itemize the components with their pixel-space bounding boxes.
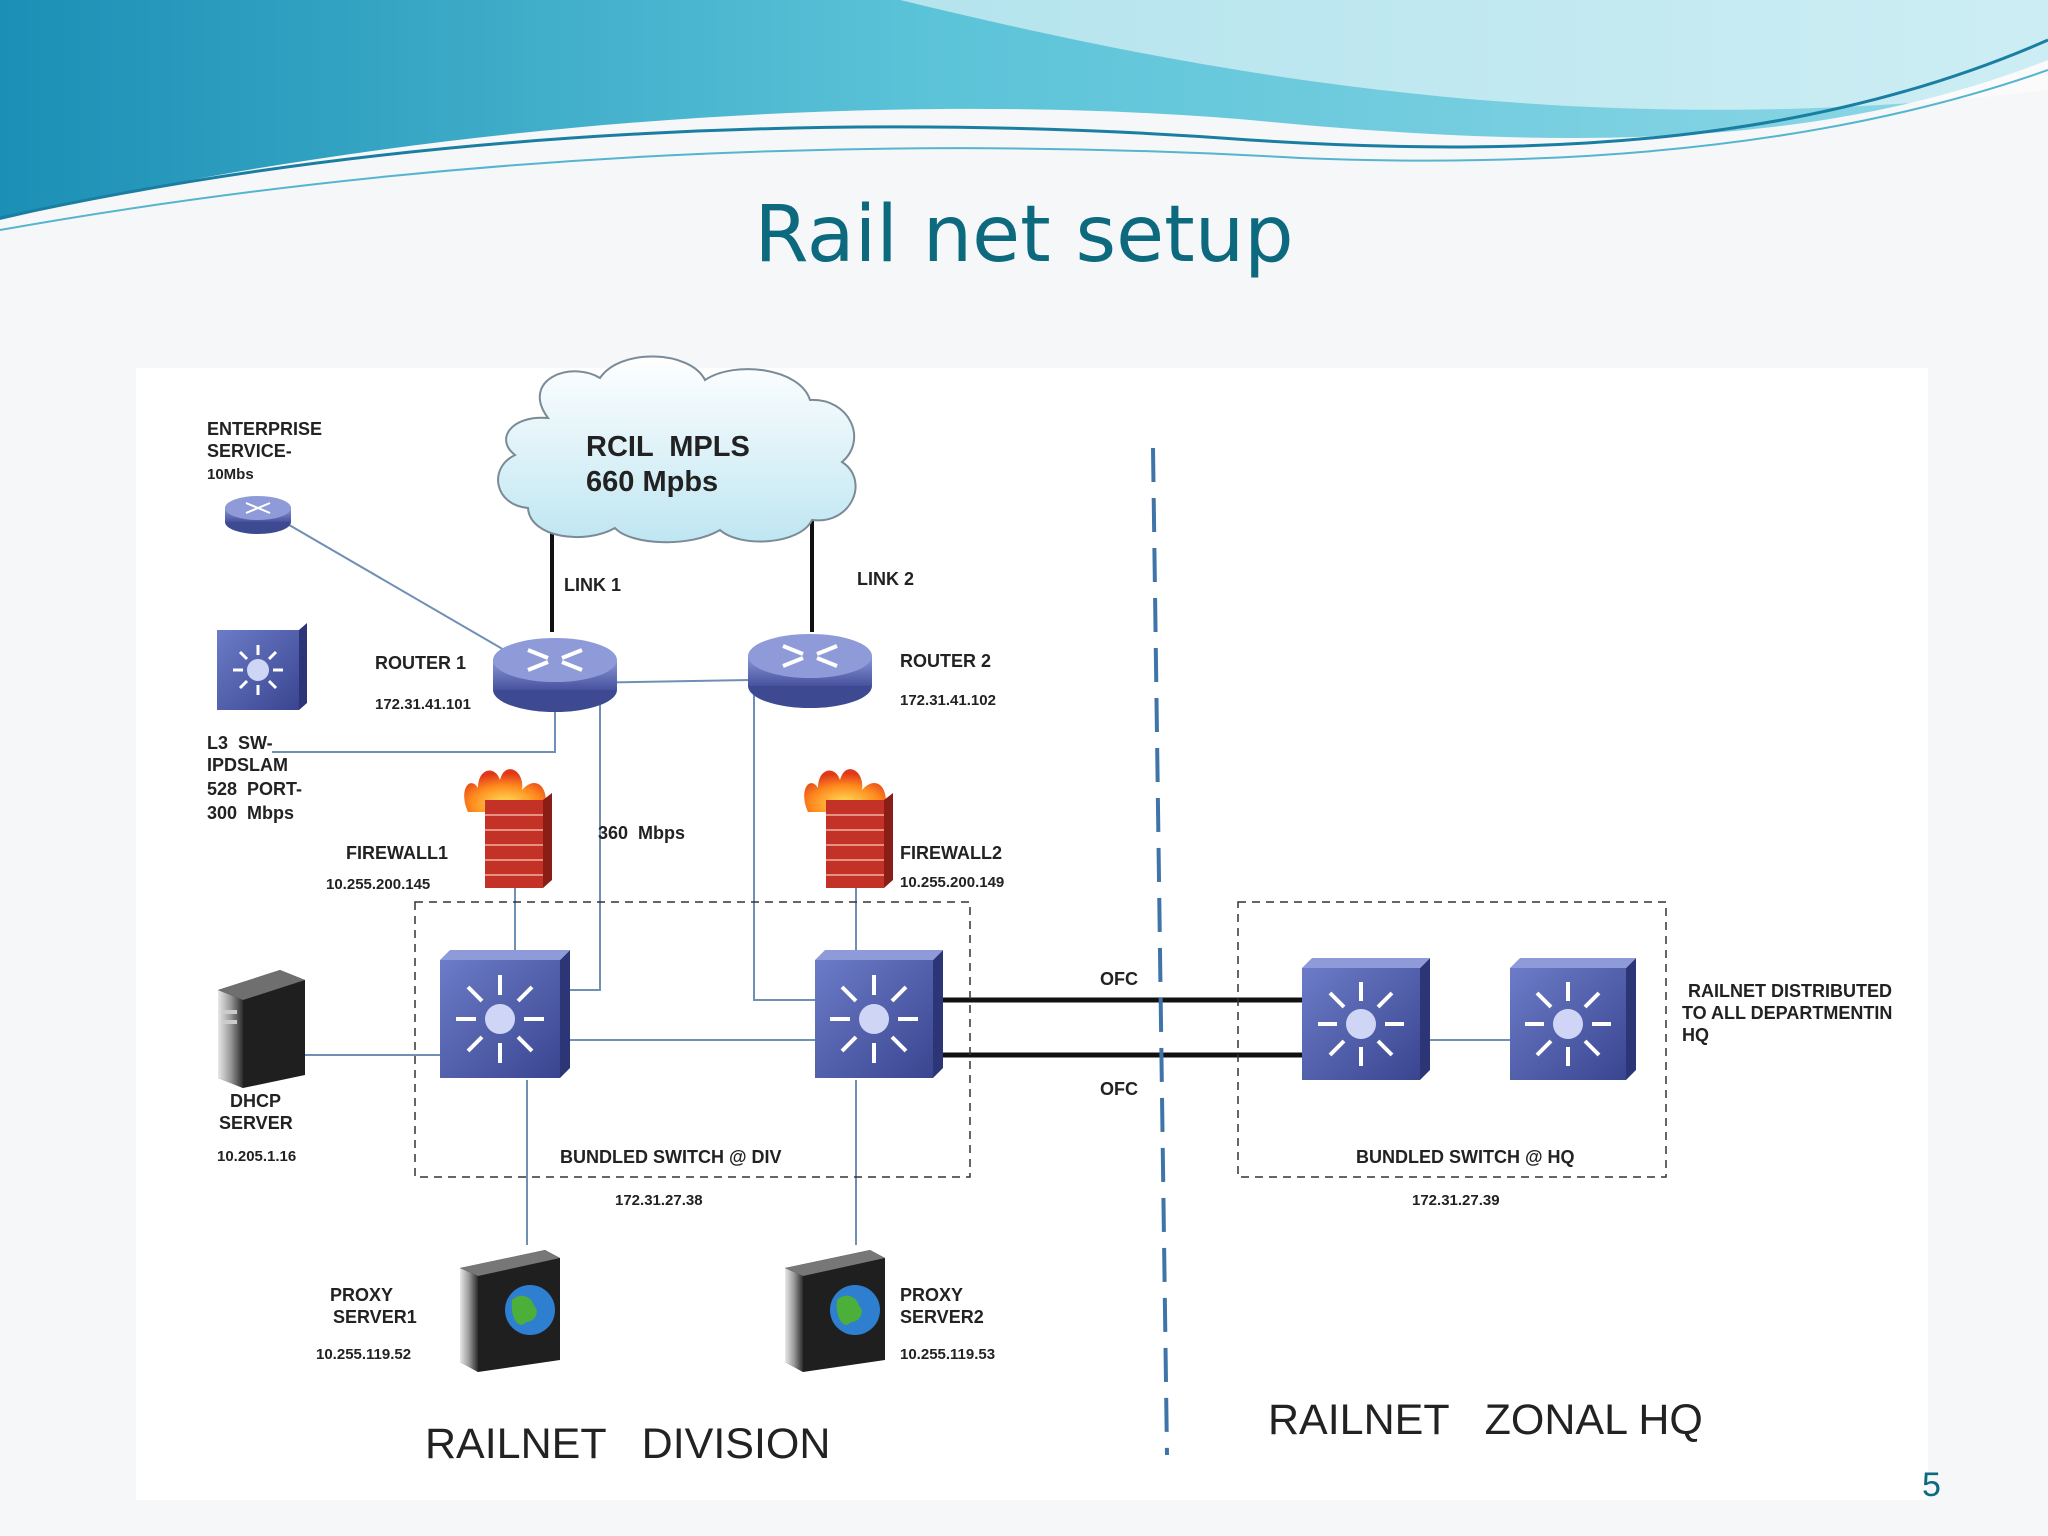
- router2-ip: 172.31.41.102: [900, 692, 996, 709]
- zone-divider: [1151, 447, 1169, 1456]
- proxy-server-2-icon: [785, 1250, 885, 1372]
- hq-note-line3: HQ: [1682, 1025, 1709, 1045]
- zone-division-label: RAILNET DIVISION: [425, 1420, 831, 1468]
- link1-label: LINK 1: [564, 575, 622, 595]
- hq-note-line2: TO ALL DEPARTMENTIN: [1682, 1003, 1893, 1023]
- router-2-icon: [748, 634, 872, 708]
- hq-switch-2-icon: [1510, 958, 1636, 1080]
- ofc-label-top: OFC: [1100, 969, 1138, 989]
- proxy2-label-1: PROXY: [900, 1285, 964, 1305]
- enterprise-label-3: 10Mbs: [207, 466, 254, 483]
- proxy1-label-2: SERVER1: [333, 1307, 417, 1327]
- l3switch-label-2: IPDSLAM: [207, 755, 288, 775]
- router1-name: ROUTER 1: [375, 653, 467, 673]
- proxy-server-1-icon: [460, 1250, 560, 1372]
- proxy2-label-2: SERVER2: [900, 1307, 984, 1327]
- link-router1-div-switch-1: [570, 695, 601, 991]
- l3switch-label-3: 528 PORT-: [207, 779, 303, 799]
- bundled-hq-name: BUNDLED SWITCH @ HQ: [1356, 1147, 1575, 1167]
- zone-zonal-label: RAILNET ZONAL HQ: [1268, 1396, 1703, 1444]
- router2-name: ROUTER 2: [900, 651, 992, 671]
- l3-switch-icon: [217, 623, 307, 710]
- proxy1-ip: 10.255.119.52: [316, 1346, 412, 1363]
- enterprise-label-2: SERVICE-: [207, 441, 292, 461]
- cloud-label-line1: RCIL MPLS: [586, 431, 750, 463]
- enterprise-label-1: ENTERPRISE: [207, 419, 323, 439]
- dhcp-ip: 10.205.1.16: [217, 1148, 297, 1165]
- proxy2-ip: 10.255.119.53: [900, 1346, 996, 1363]
- firewall2-name: FIREWALL2: [900, 843, 1002, 863]
- div-switch-1-icon: [440, 950, 570, 1078]
- mpls-cloud: [497, 355, 857, 544]
- firewall1-ip: 10.255.200.145: [326, 876, 431, 893]
- bundled-div-name: BUNDLED SWITCH @ DIV: [560, 1147, 782, 1167]
- firewall-1-icon: [464, 769, 552, 888]
- link-router2-div-switch-2: [753, 695, 815, 1001]
- ofc-label-bottom: OFC: [1100, 1079, 1138, 1099]
- page-number: 5: [1922, 1466, 1941, 1504]
- slide-title: Rail net setup: [754, 190, 1294, 280]
- dhcp-label-1: DHCP: [230, 1091, 282, 1111]
- l3switch-label-1: L3 SW-: [207, 733, 273, 753]
- hq-switch-1-icon: [1302, 958, 1430, 1080]
- header-wave-decoration: [0, 0, 2048, 231]
- link-enterprise-router1: [271, 514, 519, 659]
- bundled-hq-ip: 172.31.27.39: [1412, 1192, 1500, 1209]
- firewall1-name: FIREWALL1: [346, 843, 448, 863]
- proxy1-label-1: PROXY: [330, 1285, 394, 1305]
- l3switch-label-4: 300 Mbps: [207, 803, 295, 823]
- router1-ip: 172.31.41.101: [375, 696, 471, 713]
- link-l3switch-router1: [272, 710, 556, 753]
- dhcp-label-2: SERVER: [219, 1113, 293, 1133]
- enterprise-router-icon: [225, 496, 291, 534]
- router-1-icon: [493, 638, 617, 712]
- hq-note-line1: RAILNET DISTRIBUTED: [1688, 981, 1892, 1001]
- link2-label: LINK 2: [857, 569, 915, 589]
- firewall-2-icon: [804, 769, 893, 888]
- cloud-label-line2: 660 Mpbs: [586, 466, 719, 498]
- bundled-hq-box: [1237, 901, 1667, 1178]
- diagram-panel: [136, 368, 1928, 1500]
- bundled-div-box: [414, 901, 971, 1178]
- dhcp-server-icon: [218, 970, 305, 1088]
- div-switch-2-icon: [815, 950, 943, 1078]
- bandwidth-label: 360 Mbps: [598, 823, 686, 843]
- firewall2-ip: 10.255.200.149: [900, 874, 1005, 891]
- bundled-div-ip: 172.31.27.38: [615, 1192, 703, 1209]
